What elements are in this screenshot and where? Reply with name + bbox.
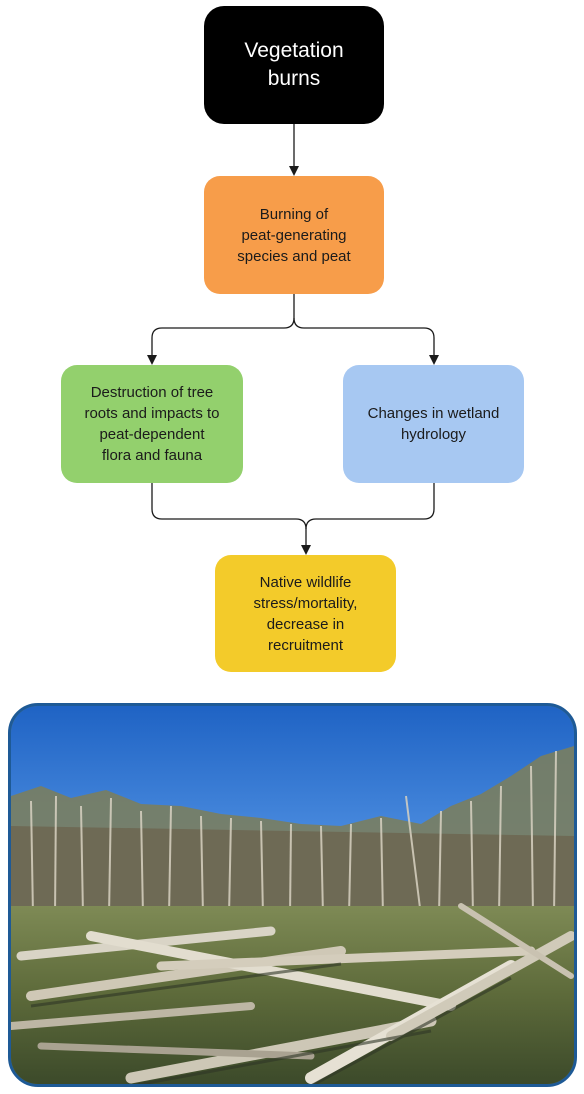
- flow-connectors: [147, 124, 439, 555]
- node-burning-peat-label: Burning of peat-generating species and p…: [237, 205, 351, 265]
- node-vegetation-burns: Vegetation burns: [204, 6, 384, 124]
- connector-destruction-to-wildlife: [151, 483, 311, 555]
- standing-trunks: [30, 750, 557, 917]
- connector-hydrology-to-wildlife: [305, 483, 435, 530]
- node-native-wildlife: Native wildlife stress/mortality, decrea…: [215, 555, 396, 672]
- node-wetland-hydrology: Changes in wetland hydrology: [343, 365, 524, 483]
- node-burning-peat: Burning of peat-generating species and p…: [204, 176, 384, 294]
- connector-burning-to-hydrology: [293, 317, 439, 365]
- node-wetland-hydrology-label: Changes in wetland hydrology: [367, 405, 500, 443]
- burnt-forest-illustration: [11, 706, 574, 1084]
- fallen-logs: [11, 903, 574, 1084]
- shadows: [30, 962, 512, 1084]
- node-native-wildlife-label: Native wildlife stress/mortality, decrea…: [253, 573, 358, 654]
- node-destruction-roots-label: Destruction of tree roots and impacts to…: [84, 384, 220, 464]
- burnt-forest-photo: [8, 703, 577, 1087]
- node-destruction-roots: Destruction of tree roots and impacts to…: [61, 365, 243, 483]
- connector-burning-to-destruction: [147, 294, 295, 365]
- node-vegetation-burns-label: Vegetation burns: [244, 38, 344, 90]
